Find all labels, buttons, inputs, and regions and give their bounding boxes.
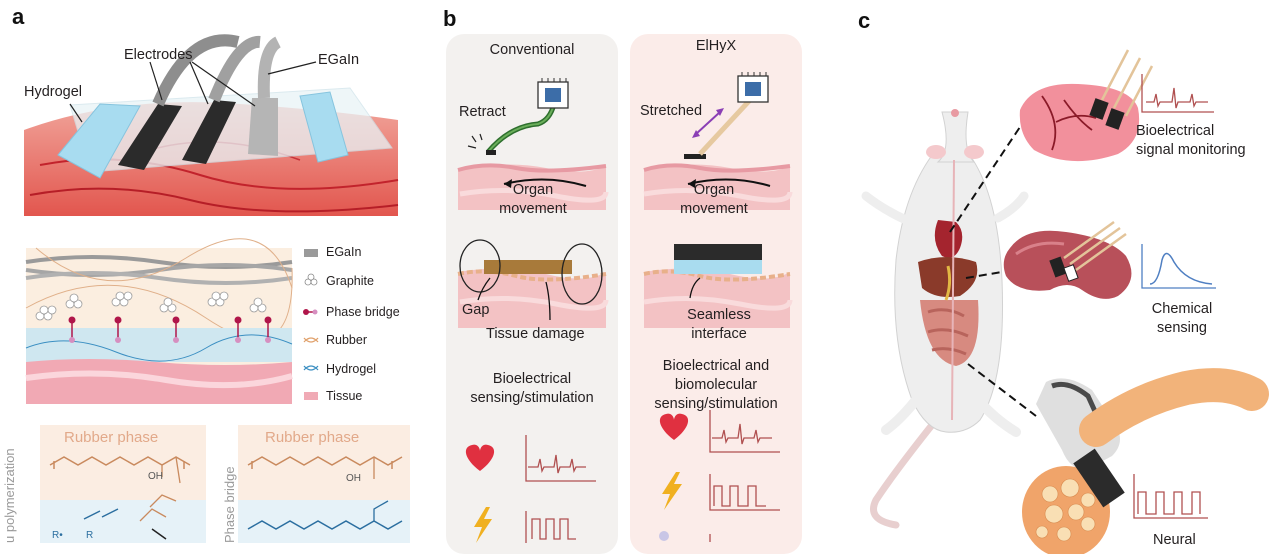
panel-b-letter: b <box>443 6 457 31</box>
heart-icon <box>465 444 495 471</box>
egain-electrode <box>248 98 278 156</box>
egain-label: EGaIn <box>318 52 360 68</box>
heart-icon <box>659 413 689 440</box>
legend-rubber: Rubber <box>326 333 367 347</box>
chem-right-oh: OH <box>346 473 361 484</box>
legend-egain: EGaIn <box>326 245 362 259</box>
pulse-trace <box>713 485 766 507</box>
kidney-signal-trace <box>1149 252 1213 285</box>
chem-left-side-label: u polymerization <box>2 448 17 543</box>
hydrogel-pad-right <box>299 91 349 163</box>
chem-right-side-label: Phase bridge <box>222 466 237 543</box>
electrode-2 <box>182 100 236 164</box>
hydrogel-label: Hydrogel <box>24 84 83 100</box>
conventional-retract-scene <box>457 78 609 210</box>
legend-hydrogel: Hydrogel <box>326 362 377 376</box>
electrodes-label: Electrodes <box>124 47 193 63</box>
conventional-interface-scene <box>457 239 609 328</box>
panel-c-letter: c <box>858 8 871 33</box>
lightning-icon <box>474 507 492 543</box>
legend-phase-bridge: Phase bridge <box>326 305 400 319</box>
chem-box-right-hydrogel <box>238 500 410 543</box>
chem-box-left-hydrogel <box>40 500 206 543</box>
hydrogel-pad-left <box>57 103 141 179</box>
ecg-trace <box>528 454 586 474</box>
seamless-interface-label: Seamless interface <box>687 307 751 342</box>
pulse-trace <box>531 518 576 540</box>
ecg-trace <box>712 423 772 445</box>
elhyx-function-label: Bioelectrical and biomolecular sensing/s… <box>654 358 778 412</box>
conventional-signals <box>465 435 596 543</box>
legend-swatches <box>303 249 319 400</box>
legend-graphite: Graphite <box>326 274 374 288</box>
conventional-organ-movement-label: Organ movement <box>499 182 567 217</box>
microchip-icon <box>737 72 769 103</box>
chem-left-structure <box>49 456 191 540</box>
elhyx-interface-scene <box>643 244 793 328</box>
chem-left-r-plus: R• <box>52 530 63 541</box>
retract-label: Retract <box>459 104 506 120</box>
electrode-1 <box>118 104 182 170</box>
lightning-icon <box>662 472 682 510</box>
chem-left-title: Rubber phase <box>64 429 159 446</box>
chem-right-title: Rubber phase <box>265 429 360 446</box>
rat-illustration <box>861 49 1269 554</box>
conventional-title: Conventional <box>489 42 575 58</box>
heart-signal-trace <box>1146 87 1208 109</box>
heart-monitoring-label: Bioelectrical signal monitoring <box>1136 123 1246 158</box>
elhyx-signals <box>659 410 780 542</box>
panel-a-letter: a <box>12 4 25 29</box>
nerve-signal-trace <box>1137 491 1201 515</box>
elhyx-stretch-scene <box>643 72 793 210</box>
elhyx-organ-movement-label: Organ movement <box>680 182 748 217</box>
chem-left-oh: OH <box>148 471 163 482</box>
kidney-sensing-label: Chemical sensing <box>1151 301 1213 336</box>
nerve-label: Neural <box>1153 532 1196 548</box>
device-illustration <box>24 34 399 216</box>
elhyx-title: ElHyX <box>695 38 737 54</box>
chem-left-r: R <box>86 530 94 541</box>
tissue-damage-label: Tissue damage <box>486 326 585 342</box>
stretched-label: Stretched <box>640 103 703 119</box>
molecule-icon <box>659 531 669 541</box>
layer-schematic <box>25 238 293 404</box>
gap-label: Gap <box>462 302 490 318</box>
chem-right-structure <box>247 456 403 530</box>
microchip-icon <box>537 78 569 109</box>
conventional-function-label: Bioelectrical sensing/stimulation <box>470 371 594 406</box>
legend-tissue: Tissue <box>326 389 363 403</box>
